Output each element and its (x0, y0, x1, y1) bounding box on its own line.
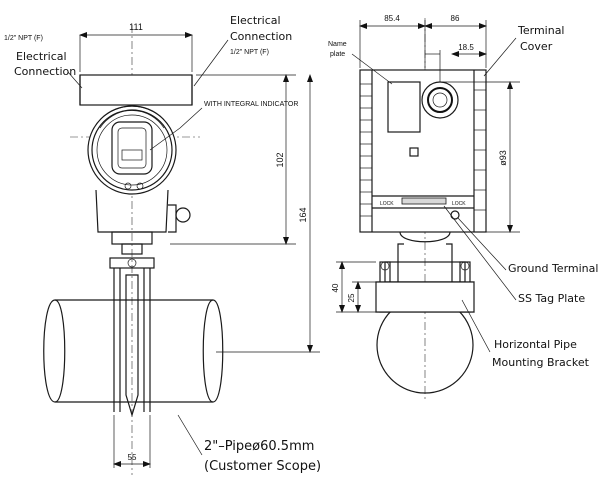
side-conduit-inner (427, 87, 453, 113)
terminal-cover-line2: Cover (520, 40, 553, 53)
electrical-connection-right-line1: Electrical (230, 14, 281, 27)
npt-left-label: 1/2" NPT (F) (4, 35, 43, 42)
dim-85-4-label: 85.4 (384, 14, 400, 23)
dim-side-85-4: 85.4 (359, 14, 426, 68)
dim-102-label: 102 (275, 152, 285, 167)
dim-side-293: ø93 (440, 81, 520, 233)
name-plate-label-line2: plate (330, 51, 345, 58)
electrical-connection-left-line1: Electrical (16, 50, 67, 63)
dim-293-label: ø93 (498, 150, 508, 166)
dim-55-label: 55 (128, 453, 137, 462)
ss-tag-plate (401, 197, 447, 205)
front-bracket-plate (109, 257, 155, 269)
dim-18-5-label: 18.5 (458, 43, 474, 52)
dim-width-111: 111 (79, 22, 193, 72)
side-neck (399, 231, 451, 243)
side-right-fins (473, 70, 486, 232)
side-housing-body (359, 69, 487, 233)
dim-height-102: 102 (170, 74, 296, 245)
lock-label-right: LOCK (452, 201, 466, 207)
dim-side-40: 40 (331, 261, 376, 313)
lock-label-left: LOCK (380, 201, 394, 207)
electrical-connection-left-line2: Connection (14, 65, 76, 78)
dim-86-label: 86 (451, 14, 460, 23)
ground-screw-front (175, 207, 191, 223)
dim-side-25: 25 (347, 281, 376, 313)
dim-side-18-5: 18.5 (425, 43, 487, 82)
pipe-spec-line1: 2"–Pipeø60.5mm (204, 439, 314, 454)
horizontal-pipe-label-line1: Horizontal Pipe (494, 338, 577, 351)
electrical-connection-right-line2: Connection (230, 30, 292, 43)
name-plate (387, 81, 421, 133)
horizontal-pipe-label-line2: Mounting Bracket (492, 356, 590, 369)
integral-indicator-label: WITH INTEGRAL INDICATOR (204, 101, 298, 108)
horizontal-pipe (43, 299, 224, 403)
dim-164-label: 164 (298, 207, 308, 222)
dim-side-86: 86 (424, 14, 487, 68)
integral-indicator-window (111, 121, 153, 175)
name-plate-label-line1: Name (328, 41, 347, 48)
dim-bracket-55: 55 (113, 415, 151, 468)
npt-right-label: 1/2" NPT (F) (230, 49, 269, 56)
front-sensor-probe (125, 274, 139, 418)
dim-111-label: 111 (129, 22, 143, 32)
pipe-spec-line2: (Customer Scope) (204, 459, 321, 474)
dim-40-label: 40 (331, 283, 340, 292)
dim-height-164: 164 (216, 74, 320, 353)
dim-25-label: 25 (347, 293, 356, 302)
side-left-fins (360, 70, 373, 232)
front-conduit-housing (79, 74, 193, 106)
side-view: LOCK LOCK 85.4 86 (328, 14, 598, 400)
front-view: 111 102 164 55 1/2" NPT (F) Electrical C… (4, 14, 321, 475)
terminal-cover-line1: Terminal (517, 24, 565, 37)
ss-tag-plate-label: SS Tag Plate (518, 292, 585, 305)
ground-terminal-label: Ground Terminal (508, 262, 598, 275)
